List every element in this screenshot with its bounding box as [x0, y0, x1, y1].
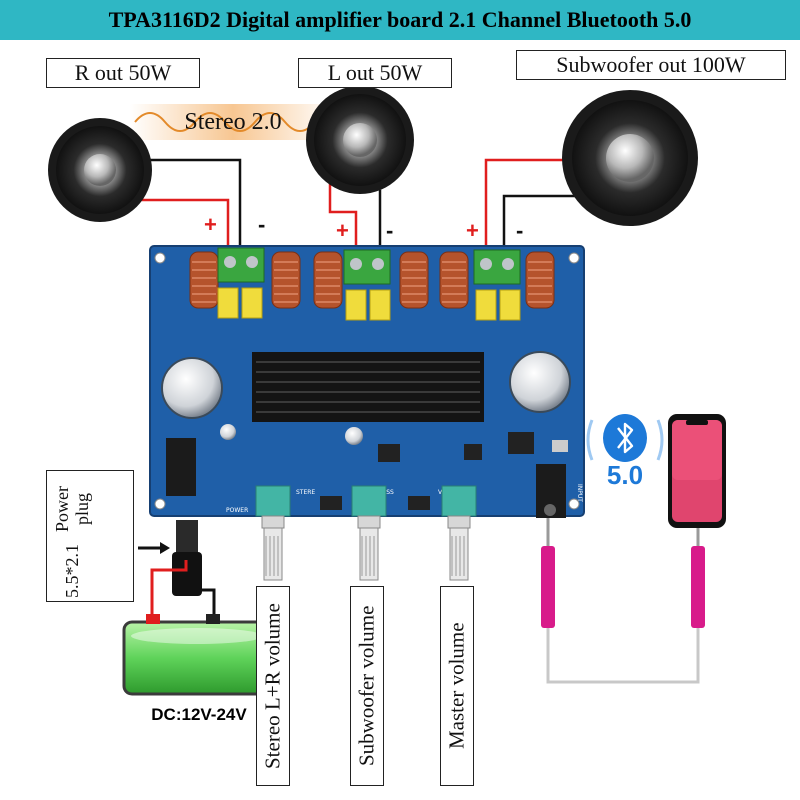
power-plug: [138, 520, 216, 622]
plus-mark-right: +: [204, 212, 217, 237]
label-subwoofer-volume: Subwoofer volume: [350, 586, 384, 786]
bluetooth-icon: [586, 414, 664, 462]
capacitor-left: [161, 357, 223, 419]
minus-mark-right: -: [258, 212, 265, 237]
plus-mark-left: +: [336, 218, 349, 243]
amplifier-board: POWER STERE BASS VOL INPUT: [149, 245, 585, 518]
power-plug-text: Power plug: [52, 486, 92, 532]
label-right-out: R out 50W: [46, 58, 200, 88]
capacitor-right: [509, 351, 571, 413]
knob-master: [441, 485, 477, 581]
plus-mark-sub: +: [466, 218, 479, 243]
heatsink: [252, 352, 484, 422]
speaker-subwoofer: [562, 90, 698, 226]
page-title: TPA3116D2 Digital amplifier board 2.1 Ch…: [0, 0, 800, 40]
silk-input: INPUT: [576, 484, 583, 502]
silk-power: POWER: [226, 507, 248, 514]
minus-mark-sub: -: [516, 218, 523, 243]
speaker-right: [48, 118, 152, 222]
dc-voltage-label: DC:12V-24V: [151, 705, 247, 724]
label-left-out: L out 50W: [298, 58, 452, 88]
label-master-volume: Master volume: [440, 586, 474, 786]
power-plug-box: [46, 470, 134, 602]
battery: [122, 614, 272, 696]
label-stereo-volume: Stereo L+R volume: [256, 586, 290, 786]
label-subwoofer-out: Subwoofer out 100W: [516, 50, 786, 80]
silk-stereo: STERE: [296, 489, 315, 496]
stereo-label: Stereo 2.0: [184, 108, 282, 135]
aux-cable: [541, 518, 705, 684]
bluetooth-version: 5.0: [606, 459, 644, 490]
polarity-marks: + - + - + -: [204, 212, 523, 243]
film-capacitors: [217, 287, 521, 321]
knob-stereo: [255, 485, 291, 581]
dc-jack: [166, 438, 196, 496]
smartphone-icon: [668, 414, 726, 528]
power-plug-label: 5.5*2.1 Power plug: [50, 474, 94, 598]
power-plug-size: 5.5*2.1: [62, 544, 82, 598]
speaker-left: [306, 86, 414, 194]
minus-mark-left: -: [386, 218, 393, 243]
knob-subwoofer: [351, 485, 387, 581]
speaker-terminals: [217, 247, 521, 285]
